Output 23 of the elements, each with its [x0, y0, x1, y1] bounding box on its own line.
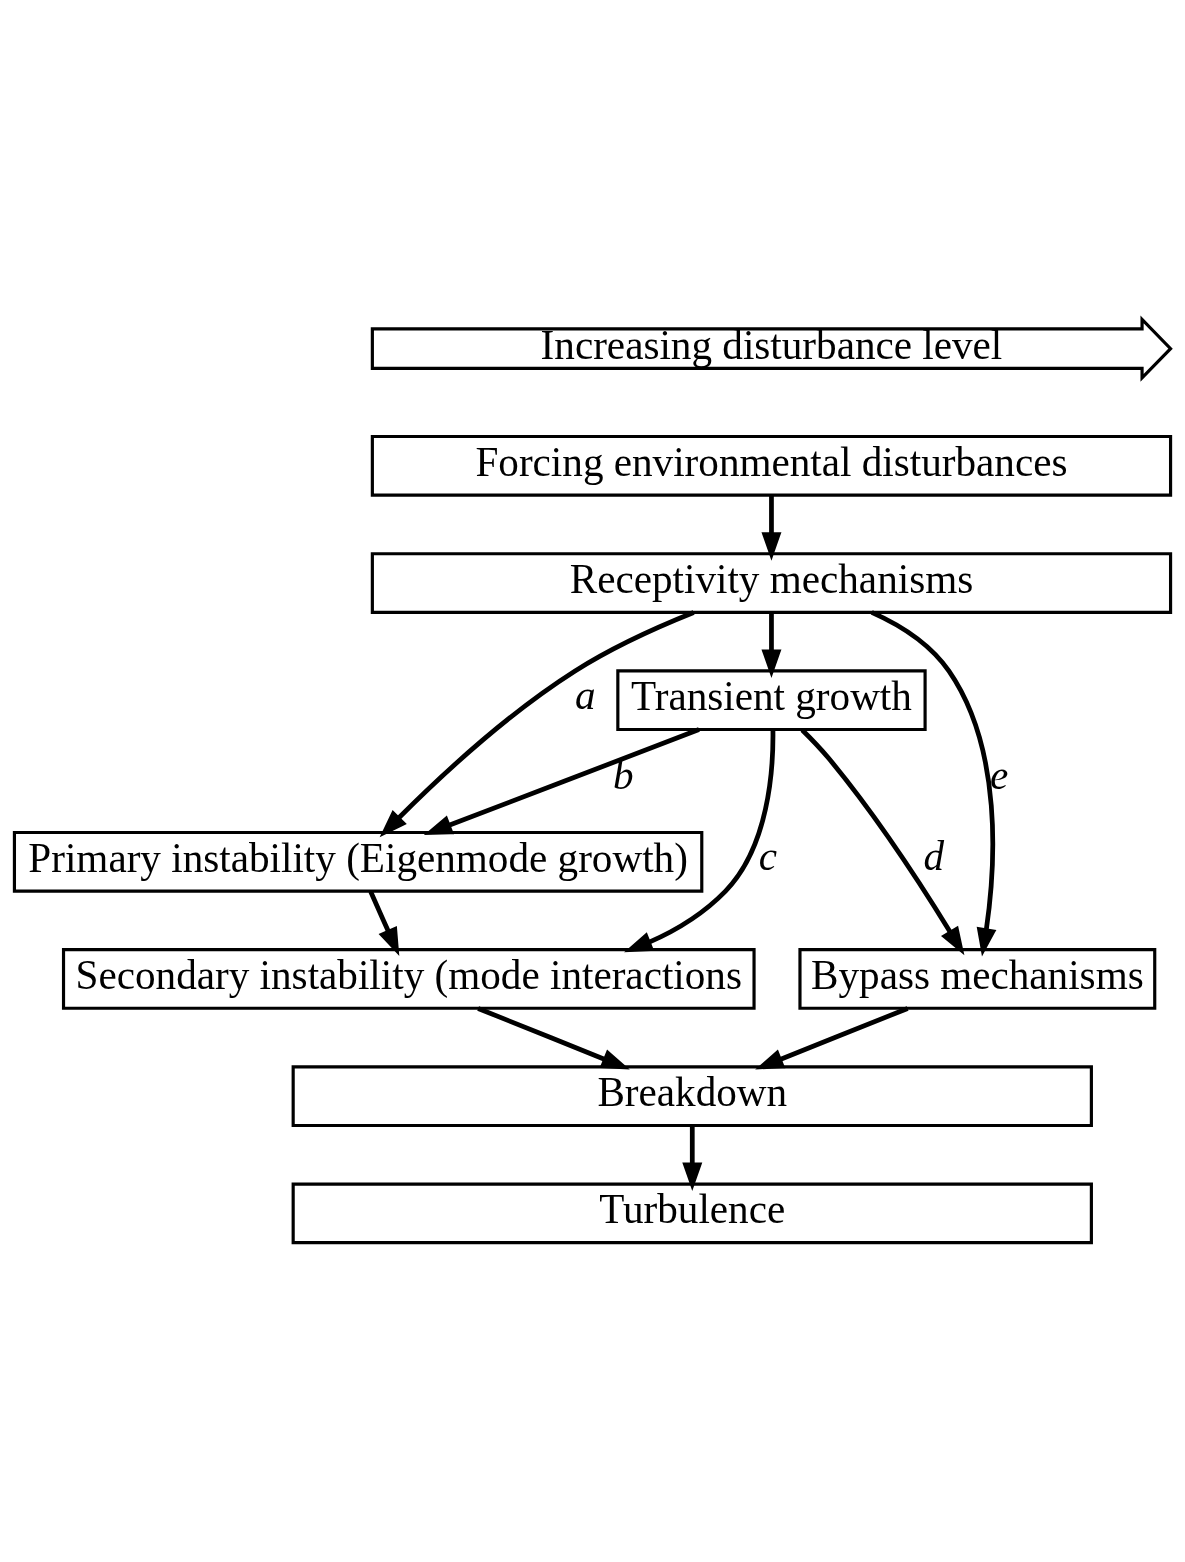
node-box: Bypass mechanisms [798, 948, 1157, 1010]
edge-label: c [758, 833, 778, 880]
node-box: Breakdown [291, 1065, 1093, 1128]
arrow [800, 728, 965, 956]
node-box: Transient growth [616, 669, 927, 732]
node-box: Primary instability (Eigenmode growth) [12, 830, 704, 893]
arrow [368, 890, 400, 957]
node-box: Secondary instability (mode interactions [61, 948, 756, 1010]
node-box: Turbulence [291, 1182, 1093, 1245]
node-box: Forcing environmental disturbances [370, 434, 1173, 497]
arrow [379, 610, 695, 838]
arrow [682, 1125, 703, 1192]
arrow [755, 1006, 909, 1070]
edge-label: d [923, 833, 945, 880]
edge-label: e [990, 752, 1009, 799]
arrow [870, 610, 997, 957]
arrow [423, 727, 700, 836]
arrow [624, 729, 776, 953]
node-box: Receptivity mechanisms [370, 552, 1173, 614]
edge-label: a [575, 671, 596, 718]
arrow [761, 495, 782, 561]
arrow [477, 1006, 630, 1070]
arrow [761, 612, 782, 678]
